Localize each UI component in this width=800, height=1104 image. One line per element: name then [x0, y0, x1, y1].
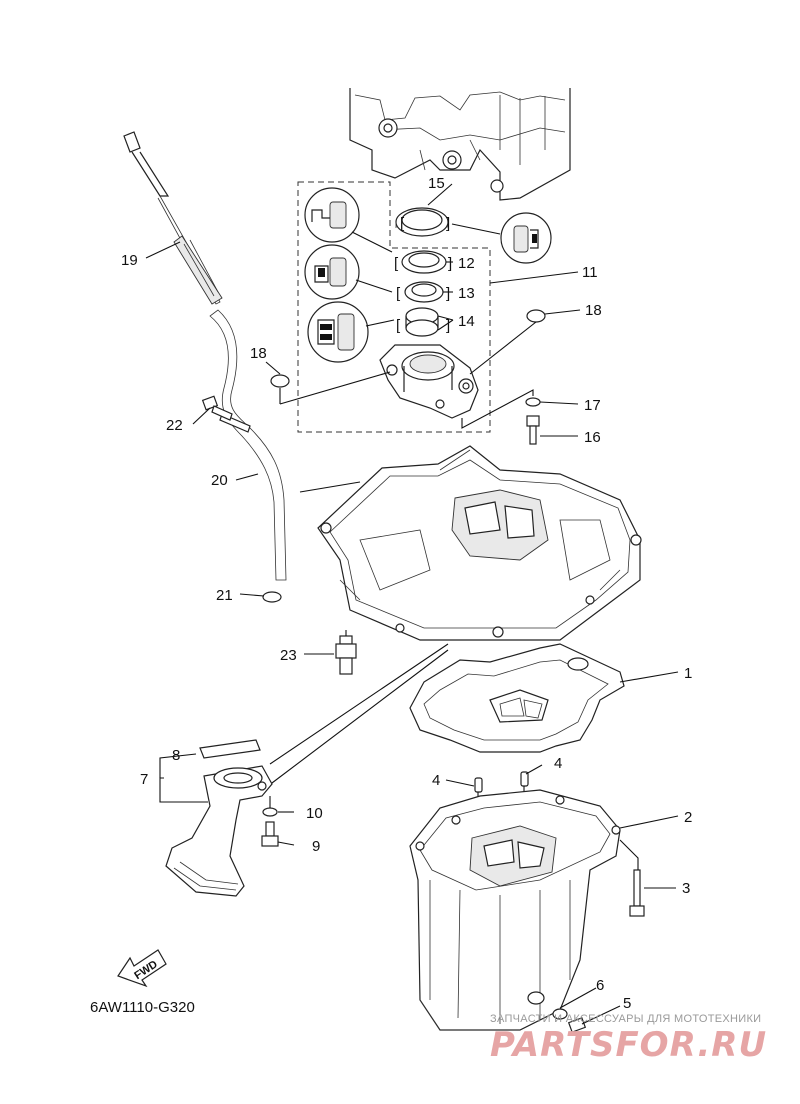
callout-18-left: 18 [250, 345, 267, 362]
seal-detail-bubble-4 [500, 212, 552, 264]
callout-11: 11 [582, 264, 598, 281]
dowel-pin-4-left [474, 777, 483, 793]
oil-pan-2-drawing [409, 789, 621, 1031]
callout-10: 10 [306, 805, 323, 822]
callout-8: 8 [172, 747, 180, 764]
svg-text:[: [ [396, 317, 401, 334]
diagram-code: 6AW1110-G320 [90, 999, 195, 1016]
exhaust-guide-drawing [317, 445, 642, 641]
o-ring-18-left [270, 374, 290, 388]
callout-16: 16 [584, 429, 601, 446]
watermark-tagline: ЗАПЧАСТИ И АКСЕССУАРЫ ДЛЯ МОТОТЕХНИКИ [490, 1013, 761, 1025]
o-ring-8-drawing [199, 739, 261, 759]
seal-12-drawing [401, 250, 447, 274]
svg-text:]: ] [446, 215, 450, 232]
callout-7: 7 [140, 771, 148, 788]
callout-23: 23 [280, 647, 297, 664]
guide-tube-20-drawing [209, 309, 287, 581]
o-ring-18-right [526, 309, 546, 323]
seal-detail-bubble-1 [304, 187, 360, 243]
bolt-22-drawing [201, 395, 233, 421]
svg-text:[: [ [400, 215, 405, 232]
o-ring-21-drawing [262, 591, 282, 603]
seal-detail-bubble-2 [304, 244, 360, 300]
assembly-boundary [297, 181, 491, 433]
seal-detail-bubble-3 [307, 301, 369, 363]
callout-14: 14 [458, 313, 475, 330]
sensor-23-drawing [335, 635, 357, 675]
seal-15-drawing [395, 207, 449, 237]
callout-2: 2 [684, 809, 692, 826]
drain-bolt-5-drawing [567, 1017, 587, 1033]
callout-4-right: 4 [554, 755, 562, 772]
callout-21: 21 [216, 587, 233, 604]
callout-1: 1 [684, 665, 692, 682]
dipstick-19-drawing [123, 131, 223, 305]
callout-9: 9 [312, 838, 320, 855]
callout-22: 22 [166, 417, 183, 434]
seal-14-drawing [405, 307, 439, 337]
watermark-brand: PARTSFOR.RU [490, 1025, 767, 1065]
callout-20: 20 [211, 472, 228, 489]
callout-13: 13 [458, 285, 475, 302]
svg-text:]: ] [446, 317, 450, 334]
callout-6: 6 [596, 977, 604, 994]
gasket-6-drawing [552, 1008, 568, 1020]
svg-text:[: [ [396, 285, 401, 302]
fwd-arrow-icon: FWD [117, 949, 167, 988]
callout-5: 5 [623, 995, 631, 1012]
oil-strainer-7-drawing [165, 765, 273, 897]
dowel-pin-4-right [520, 771, 529, 787]
engine-block-drawing [349, 88, 571, 201]
bolt-9-drawing [261, 821, 279, 847]
svg-text:]: ] [448, 255, 452, 272]
callout-19: 19 [121, 252, 138, 269]
callout-4-left: 4 [432, 772, 440, 789]
washer-10-drawing [262, 807, 278, 817]
callout-15: 15 [428, 175, 445, 192]
callout-17: 17 [584, 397, 601, 414]
svg-text:[: [ [394, 255, 399, 272]
gasket-1-drawing [409, 643, 625, 753]
svg-text:]: ] [446, 285, 450, 302]
bearing-housing-drawing [379, 344, 479, 419]
bolt-3-drawing [629, 869, 645, 917]
callout-12: 12 [458, 255, 475, 272]
bolt-16-drawing [526, 415, 540, 445]
washer-17-drawing [525, 397, 541, 407]
callout-18-right: 18 [585, 302, 602, 319]
seal-13-drawing [404, 281, 444, 303]
callout-3: 3 [682, 880, 690, 897]
